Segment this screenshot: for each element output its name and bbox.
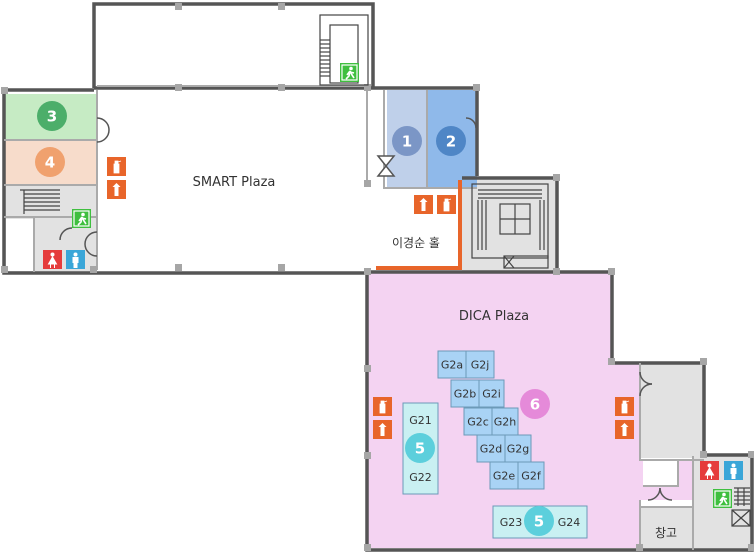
booth-label: G22	[409, 471, 432, 484]
booth-g2i[interactable]	[478, 379, 505, 408]
zone-1-badge	[392, 126, 422, 156]
male-restroom-icon	[66, 250, 85, 269]
zone-number: 2	[446, 133, 456, 151]
service-room-right	[640, 363, 703, 458]
booth-label: G2d	[480, 443, 503, 456]
zone-4-badge	[35, 147, 65, 177]
fire-hydrant-icon	[107, 180, 126, 199]
fire-hydrant-icon	[373, 420, 392, 439]
booth-label: G2g	[507, 443, 530, 456]
stairs-icon	[20, 14, 751, 527]
female-restroom-icon	[700, 461, 719, 480]
female-restroom-icon	[43, 250, 62, 269]
booth-g2e[interactable]	[489, 461, 519, 490]
stair-room-top	[462, 179, 556, 271]
booth-g2b[interactable]	[450, 379, 480, 408]
safety-icons	[43, 63, 743, 508]
structural-columns	[1, 3, 754, 551]
zone-6-badge	[520, 389, 550, 419]
emergency-exit-icon	[340, 63, 359, 82]
fire-extinguisher-icon	[437, 195, 456, 214]
fire-extinguisher-icon	[373, 397, 392, 416]
fire-hydrant-icon	[414, 195, 433, 214]
booth-label: G21	[409, 414, 432, 427]
dica-plaza-label: DICA Plaza	[459, 309, 529, 324]
male-restroom-icon	[724, 461, 743, 480]
booth-g2d[interactable]	[476, 434, 506, 463]
zone-5-badge	[405, 433, 435, 463]
zone-number: 5	[534, 513, 544, 531]
fire-extinguisher-icon	[615, 397, 634, 416]
booth-label: G2h	[494, 416, 517, 429]
zone-number: 4	[45, 154, 55, 172]
zone-number: 6	[530, 396, 540, 414]
left-white-cell	[6, 219, 34, 271]
booth-label: G2c	[467, 416, 489, 429]
zone-2-badge	[436, 126, 466, 156]
zone-3-badge	[37, 101, 67, 131]
door-threshold-marker	[376, 155, 396, 177]
booth-label: G23	[500, 516, 523, 529]
booth-label: G2f	[521, 470, 542, 483]
zone-number: 5	[415, 440, 425, 458]
booth-g2h[interactable]	[491, 407, 519, 436]
lee-hall-label: 이경순 홀	[392, 236, 440, 250]
zone-5-badge	[524, 506, 554, 536]
fire-extinguisher-icon	[107, 157, 126, 176]
booth-g2f[interactable]	[517, 461, 545, 490]
zone-badges: 1 2 3 4 5 5 6	[35, 101, 554, 536]
emergency-exit-icon	[72, 209, 91, 228]
storage-label: 창고	[655, 526, 677, 540]
booth-label: G2b	[454, 388, 477, 401]
right-white-cell	[643, 460, 677, 486]
emergency-exit-icon	[713, 489, 732, 508]
zone-number: 3	[47, 108, 57, 126]
booth-g2c[interactable]	[463, 407, 493, 436]
booth-label: G24	[558, 516, 581, 529]
zone-number: 1	[402, 133, 412, 151]
booth-g2j[interactable]	[465, 350, 495, 379]
hall-partition-orange	[376, 180, 462, 270]
booth-label: G2a	[441, 359, 463, 372]
fire-hydrant-icon	[615, 420, 634, 439]
doors	[59, 117, 673, 501]
smart-plaza-label: SMART Plaza	[193, 175, 276, 190]
booth-label: G2i	[482, 388, 501, 401]
storage-room	[641, 508, 693, 549]
booth-g2g[interactable]	[504, 434, 532, 463]
booth-label: G2e	[493, 470, 516, 483]
booth-label: G2j	[471, 359, 490, 372]
